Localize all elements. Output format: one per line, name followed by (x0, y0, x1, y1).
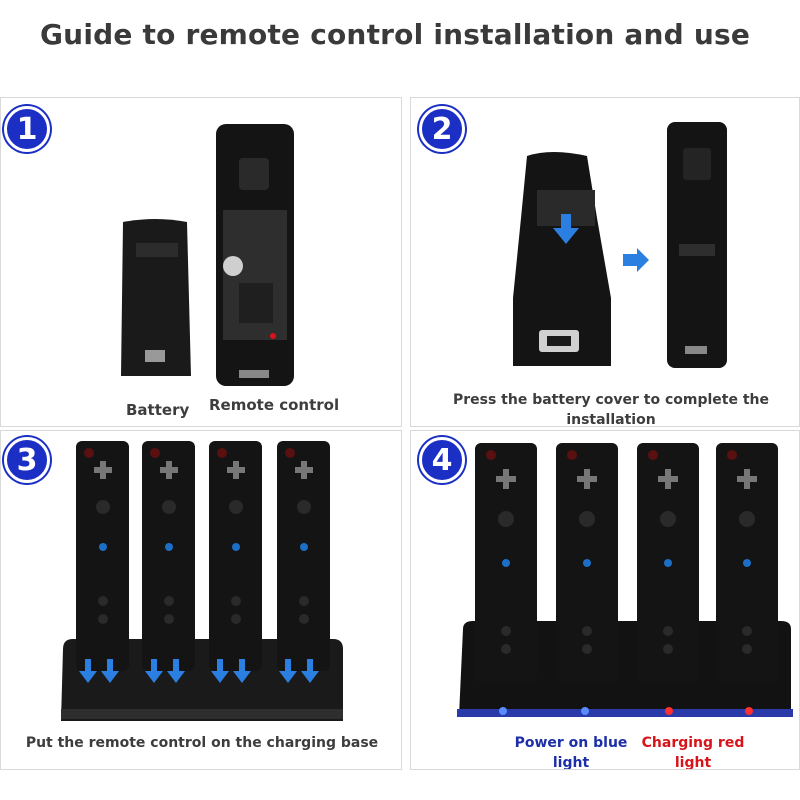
battery-cover-image (121, 219, 191, 376)
remote-back-image (216, 124, 294, 386)
step-2-illustration (513, 122, 727, 368)
down-arrow-icon (233, 659, 251, 683)
press-cover-caption: Press the battery cover to complete the … (441, 390, 781, 427)
remote-1-image (76, 441, 129, 671)
step-1-panel: 1 Battery Remote control (0, 97, 402, 427)
remote-2-image (142, 441, 195, 671)
right-arrow-icon (623, 248, 649, 272)
page-title: Guide to remote control installation and… (40, 18, 751, 51)
step-4-illustration (457, 443, 793, 717)
remote-assembled-image (667, 122, 727, 368)
down-arrows (79, 659, 319, 683)
red-light-caption: Charging red light (633, 733, 753, 770)
charging-base-caption: Put the remote control on the charging b… (25, 735, 379, 751)
step-4-panel: 4 (410, 430, 800, 770)
down-arrow-icon (101, 659, 119, 683)
press-cover-caption-line-2: installation (566, 412, 656, 427)
step-2-badge: 2 (419, 106, 465, 152)
down-arrow-icon (79, 659, 97, 683)
blue-light-caption-line-2: light (552, 755, 590, 770)
down-arrow-icon (145, 659, 163, 683)
blue-light-caption: Power on blue light (511, 733, 631, 770)
step-3-badge: 3 (4, 437, 50, 483)
blue-light-caption-line-1: Power on blue (514, 735, 628, 751)
down-arrow-icon (167, 659, 185, 683)
press-arrow-icon (553, 214, 579, 244)
battery-caption: Battery (126, 401, 190, 419)
remote-3-image (209, 441, 262, 671)
down-arrow-icon (211, 659, 229, 683)
lit-remote-2-image (556, 443, 618, 683)
press-cover-caption-line-1: Press the battery cover to complete the (452, 392, 770, 408)
lit-remote-3-image (637, 443, 699, 683)
remote-control-caption: Remote control (209, 396, 340, 414)
down-arrow-icon (301, 659, 319, 683)
step-3-panel: 3 (0, 430, 402, 770)
step-1-illustration (121, 124, 294, 386)
step-1-badge: 1 (4, 106, 50, 152)
remote-4-image (277, 441, 330, 671)
lit-remote-4-image (716, 443, 778, 683)
step-3-illustration (61, 441, 343, 721)
charging-base-lit-image (457, 621, 793, 717)
down-arrow-icon (279, 659, 297, 683)
step-4-badge: 4 (419, 437, 465, 483)
red-light-caption-line-1: Charging red (641, 735, 745, 751)
red-light-caption-line-2: light (674, 755, 712, 770)
remote-with-cover-image (513, 152, 611, 366)
charging-base-image (61, 639, 343, 721)
step-2-panel: 2 Press the battery cover to complete th… (410, 97, 800, 427)
lit-remote-1-image (475, 443, 537, 683)
